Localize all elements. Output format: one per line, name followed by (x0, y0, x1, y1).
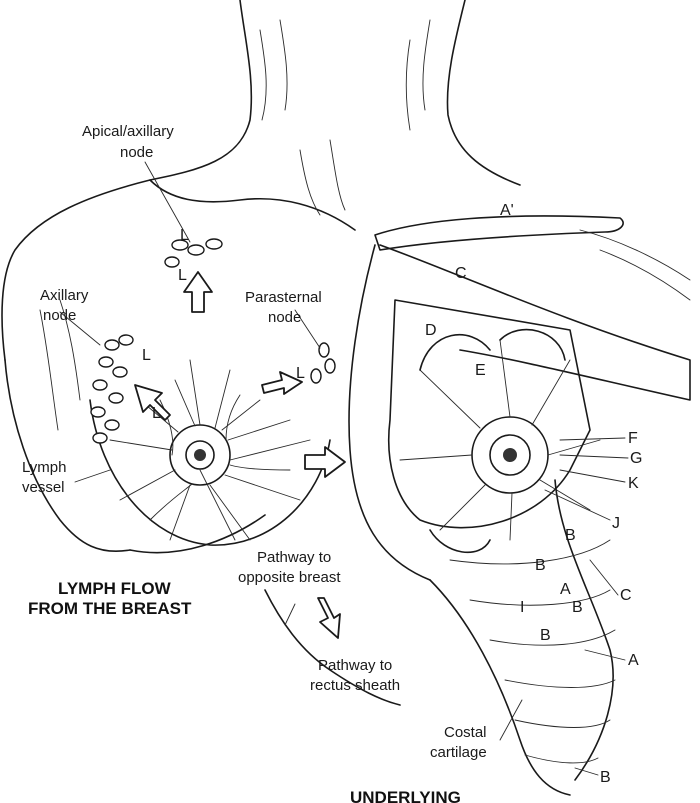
apical-node-label-1: Apical/axillary (82, 123, 174, 140)
letter-b-1: B (565, 527, 576, 544)
diagram-title-line-1: LYMPH FLOW (58, 579, 172, 598)
axillary-node-3 (99, 357, 113, 367)
apical-node-2 (188, 245, 204, 255)
letter-l-2: L (142, 347, 151, 364)
axillary-node-label-2: node (43, 307, 76, 324)
opposite-breast-label-1: Pathway to (257, 549, 331, 566)
apical-node-3 (206, 239, 222, 249)
letter-g: G (630, 450, 642, 467)
parasternal-node-3 (311, 369, 321, 383)
axillary-node-4 (113, 367, 127, 377)
letter-e: E (475, 362, 486, 379)
arrow-right-opposite (305, 447, 345, 477)
lymph-vessel-label-1: Lymph (22, 459, 66, 476)
letter-b-right: B (600, 769, 611, 786)
letter-b-3: B (540, 627, 551, 644)
axillary-node-6 (109, 393, 123, 403)
parasternal-node-label-2: node (268, 309, 301, 326)
letter-l-1: L (178, 267, 187, 284)
lymph-vessel-label-2: vessel (22, 479, 65, 496)
axillary-node-2 (119, 335, 133, 345)
arrow-up-apical (184, 272, 212, 312)
axillary-node-7 (91, 407, 105, 417)
apical-node-4 (165, 257, 179, 267)
opposite-breast-label-2: opposite breast (238, 569, 341, 586)
axillary-node-8 (105, 420, 119, 430)
letter-f: F (628, 430, 638, 447)
letter-a-mid: A (560, 581, 571, 598)
parasternal-node-label-1: Parasternal (245, 289, 322, 306)
letter-l-3: L (152, 405, 161, 422)
letter-i: I (520, 599, 524, 616)
letter-b-4: B (572, 599, 583, 616)
diagram-title-line-2: FROM THE BREAST (28, 599, 192, 618)
breast-dissection (349, 216, 690, 795)
letter-c-right: C (620, 587, 632, 604)
parasternal-node-1 (319, 343, 329, 357)
rectus-sheath-label-2: rectus sheath (310, 677, 400, 694)
costal-cartilage-label-1: Costal (444, 724, 487, 741)
axillary-node-5 (93, 380, 107, 390)
parasternal-node-2 (325, 359, 335, 373)
arrow-down-rectus (318, 598, 340, 638)
rectus-sheath-label-1: Pathway to (318, 657, 392, 674)
letter-c-top: C (455, 265, 467, 282)
letter-k: K (628, 475, 639, 492)
letter-l-4: L (296, 365, 305, 382)
letter-b-2: B (535, 557, 546, 574)
letter-a-prime: A' (500, 202, 514, 219)
underlying-heading: UNDERLYING (350, 788, 461, 803)
axillary-node-label-1: Axillary (40, 287, 89, 304)
lymph-nodes (91, 239, 335, 443)
letter-l-5: L (180, 227, 189, 244)
apical-node-label-2: node (120, 144, 153, 161)
axillary-node-1 (105, 340, 119, 350)
letter-j: J (612, 515, 620, 532)
letter-a-right: A (628, 652, 639, 669)
axillary-node-9 (93, 433, 107, 443)
costal-cartilage-label-2: cartilage (430, 744, 487, 761)
letter-d: D (425, 322, 437, 339)
